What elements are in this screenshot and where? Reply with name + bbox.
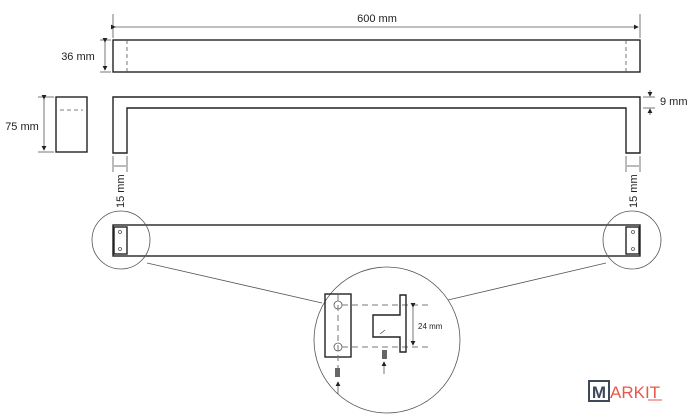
top-view: 600 mm 36 mm bbox=[61, 13, 641, 73]
svg-text:ARKIT: ARKIT bbox=[610, 383, 660, 402]
bottom-view bbox=[91, 210, 662, 304]
svg-text:M: M bbox=[592, 383, 606, 402]
front-view: 9 mm 15 mm 15 mm bbox=[112, 90, 688, 208]
side-view: 75 mm bbox=[5, 95, 88, 153]
leg-right-label: 15 mm bbox=[628, 174, 640, 208]
length-label: 600 mm bbox=[357, 13, 397, 25]
leg-left-label: 15 mm bbox=[115, 174, 127, 208]
mounting-detail: 24 mm bbox=[313, 266, 461, 414]
thickness-label: 9 mm bbox=[660, 96, 688, 108]
hole-spacing-label: 24 mm bbox=[418, 322, 443, 331]
markit-logo: M ARKIT bbox=[588, 380, 662, 402]
height-label: 75 mm bbox=[5, 121, 39, 133]
depth-label: 36 mm bbox=[61, 51, 95, 63]
